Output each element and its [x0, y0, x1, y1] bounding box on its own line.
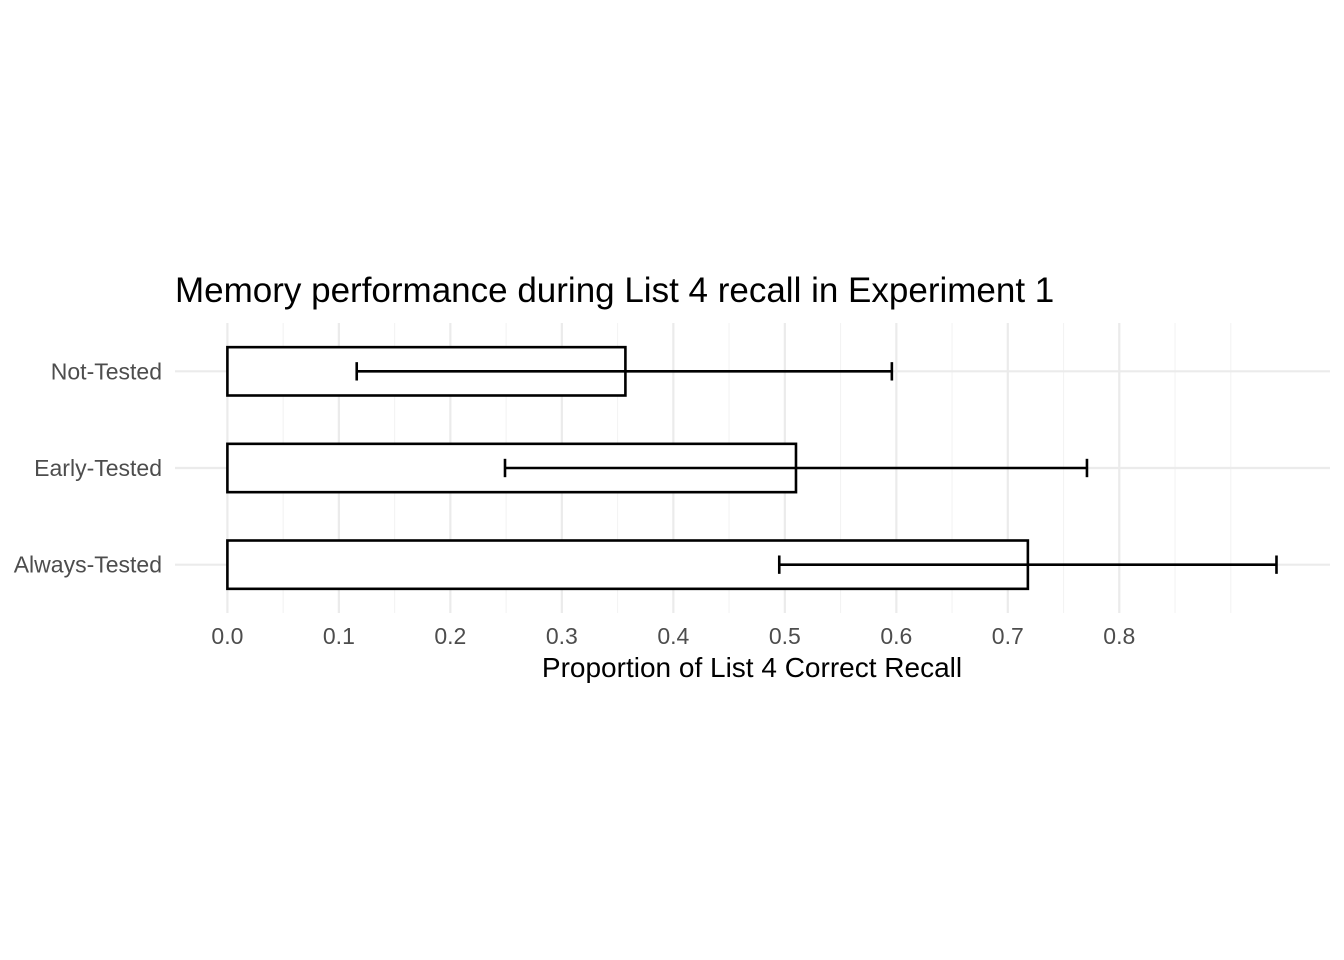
x-tick-label: 0.7: [992, 623, 1024, 649]
x-tick-label: 0.6: [880, 623, 912, 649]
x-tick-label: 0.8: [1103, 623, 1135, 649]
error-bar-layer: [355, 362, 1278, 574]
x-tick-label: 0.4: [657, 623, 689, 649]
y-tick-label: Early-Tested: [34, 455, 162, 481]
x-tick-label: 0.1: [323, 623, 355, 649]
x-tick-label: 0.3: [546, 623, 578, 649]
x-tick-label: 0.5: [769, 623, 801, 649]
x-axis-label: Proportion of List 4 Correct Recall: [542, 652, 962, 683]
y-tick-label: Always-Tested: [14, 552, 162, 578]
x-tick-label: 0.0: [211, 623, 243, 649]
chart-title: Memory performance during List 4 recall …: [175, 271, 1054, 310]
x-tick-label: 0.2: [434, 623, 466, 649]
y-tick-label: Not-Tested: [51, 358, 162, 384]
